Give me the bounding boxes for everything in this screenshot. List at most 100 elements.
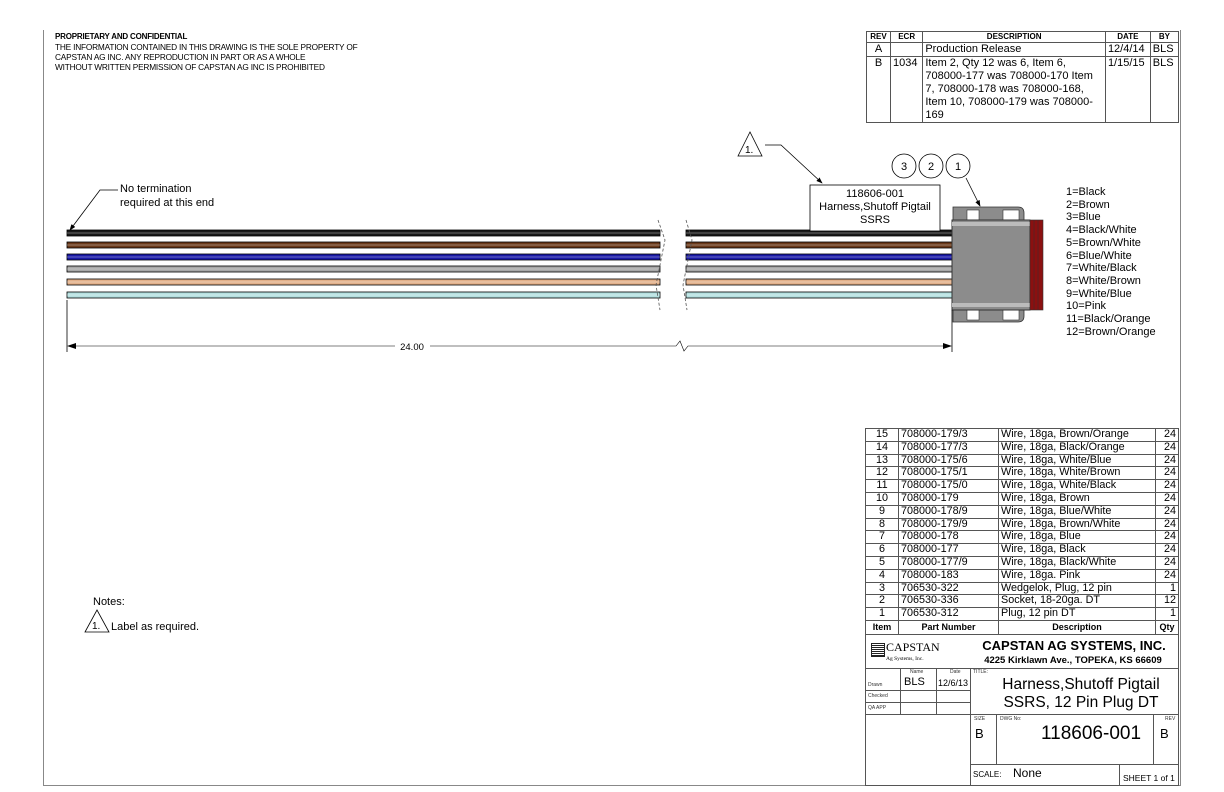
bom-header-qty: Qty bbox=[1155, 619, 1179, 635]
title-block: CAPSTAN Ag Systems, Inc. CAPSTAN AG SYST… bbox=[865, 634, 1179, 786]
bom-part-cell: 708000-178 bbox=[898, 530, 999, 545]
balloon-2: 2 bbox=[928, 161, 934, 173]
logo-text: CAPSTAN bbox=[886, 640, 940, 654]
size-value: B bbox=[975, 726, 984, 741]
bom-header-description: Description bbox=[998, 619, 1156, 635]
bom-part-cell: 708000-175/0 bbox=[898, 479, 999, 493]
rev-value: B bbox=[1160, 726, 1169, 741]
drawn-label: Drawn bbox=[868, 682, 883, 688]
bom-qty-cell: 24 bbox=[1155, 568, 1179, 583]
break-line-left bbox=[655, 219, 666, 311]
proprietary-notice: PROPRIETARY AND CONFIDENTIAL THE INFORMA… bbox=[55, 31, 358, 72]
flag-leader bbox=[765, 144, 823, 184]
name-label: Name bbox=[910, 669, 924, 675]
pin-legend-item: 1=Black bbox=[1066, 186, 1106, 198]
bom-item-cell: 2 bbox=[865, 594, 899, 609]
dimension-value: 24.00 bbox=[400, 342, 424, 353]
notes-flag-icon bbox=[84, 609, 110, 633]
notes-title: Notes: bbox=[93, 596, 125, 608]
end-note-leader bbox=[69, 189, 118, 231]
end-note-line1: No termination bbox=[120, 183, 192, 195]
by-cell: BLS bbox=[1149, 42, 1180, 57]
bom-qty-cell: 1 bbox=[1155, 581, 1179, 596]
bom-qty-cell: 24 bbox=[1155, 491, 1179, 506]
wire-segment bbox=[66, 278, 661, 286]
scale-label: SCALE: bbox=[973, 770, 1002, 779]
company-address: 4225 Kirklawn Ave., TOPEKA, KS 66609 bbox=[984, 655, 1162, 666]
bom-description-cell: Wire, 18ga, Black/Orange bbox=[998, 440, 1156, 455]
date-cell: 1/15/15 bbox=[1104, 56, 1151, 123]
bom-item-cell: 5 bbox=[865, 555, 899, 570]
bom-item-cell: 10 bbox=[865, 491, 899, 506]
qa-label: QA APP bbox=[868, 705, 887, 711]
scale-value: None bbox=[1013, 766, 1042, 780]
dwg-number: 118606-001 bbox=[1041, 723, 1142, 744]
bom-qty-cell: 1 bbox=[1155, 607, 1179, 621]
bom-part-cell: 708000-175/6 bbox=[898, 453, 999, 468]
bom-item-cell: 7 bbox=[865, 530, 899, 545]
bom-qty-cell: 24 bbox=[1155, 504, 1179, 519]
length-dimension: 24.00 bbox=[66, 300, 953, 353]
bom-item-cell: 8 bbox=[865, 517, 899, 532]
bom-item-cell: 4 bbox=[865, 568, 899, 583]
bom-qty-cell: 24 bbox=[1155, 466, 1179, 481]
bom-part-cell: 708000-177/3 bbox=[898, 440, 999, 455]
bom-item-cell: 14 bbox=[865, 440, 899, 455]
checked-label: Checked bbox=[868, 693, 888, 699]
bom-qty-cell: 12 bbox=[1155, 594, 1179, 609]
pin-legend-item: 11=Black/Orange bbox=[1066, 313, 1151, 326]
bom-description-cell: Wire, 18ga, Black/White bbox=[998, 555, 1156, 570]
title-line1: Harness,Shutoff Pigtail bbox=[1002, 676, 1160, 693]
bom-item-cell: 9 bbox=[865, 504, 899, 519]
proprietary-line: THE INFORMATION CONTAINED IN THIS DRAWIN… bbox=[55, 42, 358, 52]
end-note-line2: required at this end bbox=[120, 197, 214, 209]
label-line1: 118606-001 bbox=[846, 188, 904, 200]
bom-qty-cell: 24 bbox=[1155, 428, 1179, 442]
logo-subtext: Ag Systems, Inc. bbox=[886, 656, 924, 662]
pin-legend-item: 9=White/Blue bbox=[1066, 287, 1132, 300]
seal-icon bbox=[1029, 219, 1044, 311]
size-label: SIZE bbox=[974, 716, 986, 722]
pin-legend-item: 2=Brown bbox=[1066, 198, 1110, 211]
wire-segment bbox=[66, 229, 661, 237]
pin-legend-item: 7=White/Black bbox=[1066, 262, 1137, 275]
bom-description-cell: Wire, 18ga, White/Black bbox=[998, 479, 1156, 493]
bom-part-cell: 708000-177 bbox=[898, 543, 999, 557]
drawn-date: 12/6/13 bbox=[938, 678, 969, 688]
rev-label: REV bbox=[1165, 716, 1176, 722]
pin-legend-item: 6=Blue/White bbox=[1066, 249, 1132, 262]
wire-bundle bbox=[66, 229, 953, 299]
pin-legend-item: 3=Blue bbox=[1066, 211, 1101, 224]
capstan-logo: CAPSTAN Ag Systems, Inc. bbox=[869, 639, 969, 667]
bom-part-cell: 708000-183 bbox=[898, 568, 999, 583]
bom-part-cell: 708000-178/9 bbox=[898, 504, 999, 519]
bom-part-cell: 708000-175/1 bbox=[898, 466, 999, 481]
pin-legend-item: 12=Brown/Orange bbox=[1066, 325, 1156, 338]
bom-part-cell: 706530-322 bbox=[898, 581, 999, 596]
note-flag-icon bbox=[737, 131, 763, 157]
bom-item-cell: 3 bbox=[865, 581, 899, 596]
description-cell: Item 2, Qty 12 was 6, Item 6, 708000-177… bbox=[922, 56, 1106, 123]
bom-qty-cell: 24 bbox=[1155, 479, 1179, 493]
bom-qty-cell: 24 bbox=[1155, 453, 1179, 468]
proprietary-line: CAPSTAN AG INC. ANY REPRODUCTION IN PART… bbox=[55, 52, 306, 62]
bom-description-cell: Wire, 18ga, Brown bbox=[998, 491, 1156, 506]
wire-segment bbox=[66, 253, 661, 261]
bom-description-cell: Wire, 18ga. Pink bbox=[998, 568, 1156, 583]
balloon-3: 3 bbox=[901, 161, 907, 173]
bom-item-cell: 15 bbox=[865, 428, 899, 442]
label-line3: SSRS bbox=[860, 214, 890, 226]
